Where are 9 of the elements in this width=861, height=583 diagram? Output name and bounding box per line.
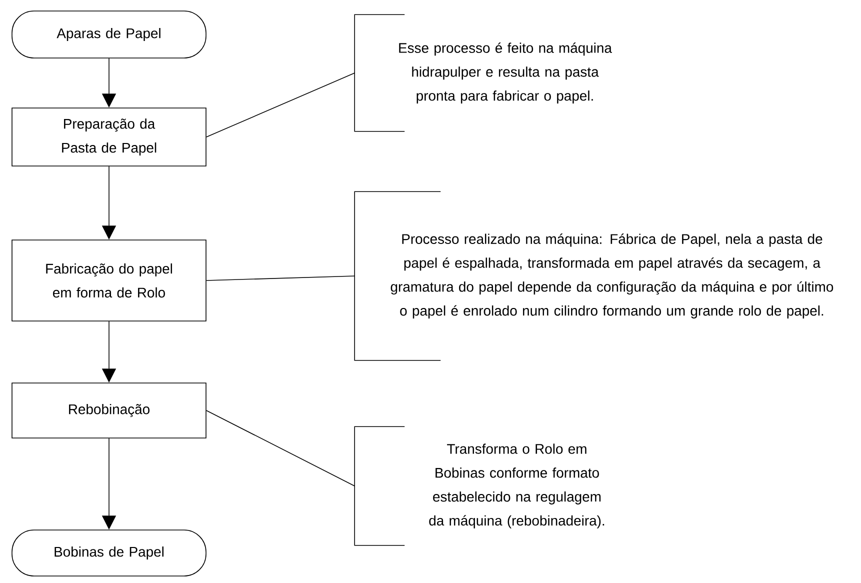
annotation-bracket: Processo realizado na máquina: Fábrica de Papel, nela a pasta de papel é espalhada, transformada em papel através da secagem, a gramatura do papel depende da configuração da máquina e por último o papel é enrolado num cilindro formando um grande rolo de papel. (354, 191, 834, 361)
process-box: Fabricação do papel em forma de Rolo (12, 240, 206, 322)
leader-line (206, 276, 355, 281)
annotation-bracket: Esse processo é feito na máquina hidrapulper e resulta na pasta pronta para fabricar o papel. (354, 14, 612, 132)
process-box: Rebobinação (12, 382, 206, 438)
process-box: Preparação da Pasta de Papel (12, 108, 206, 166)
leader-line (206, 72, 355, 138)
annotation-bracket: Transforma o Rolo em Bobinas conforme formato estabelecido na regulagem da máquina (rebobinadeira). (354, 426, 604, 546)
leader-line (206, 410, 355, 486)
